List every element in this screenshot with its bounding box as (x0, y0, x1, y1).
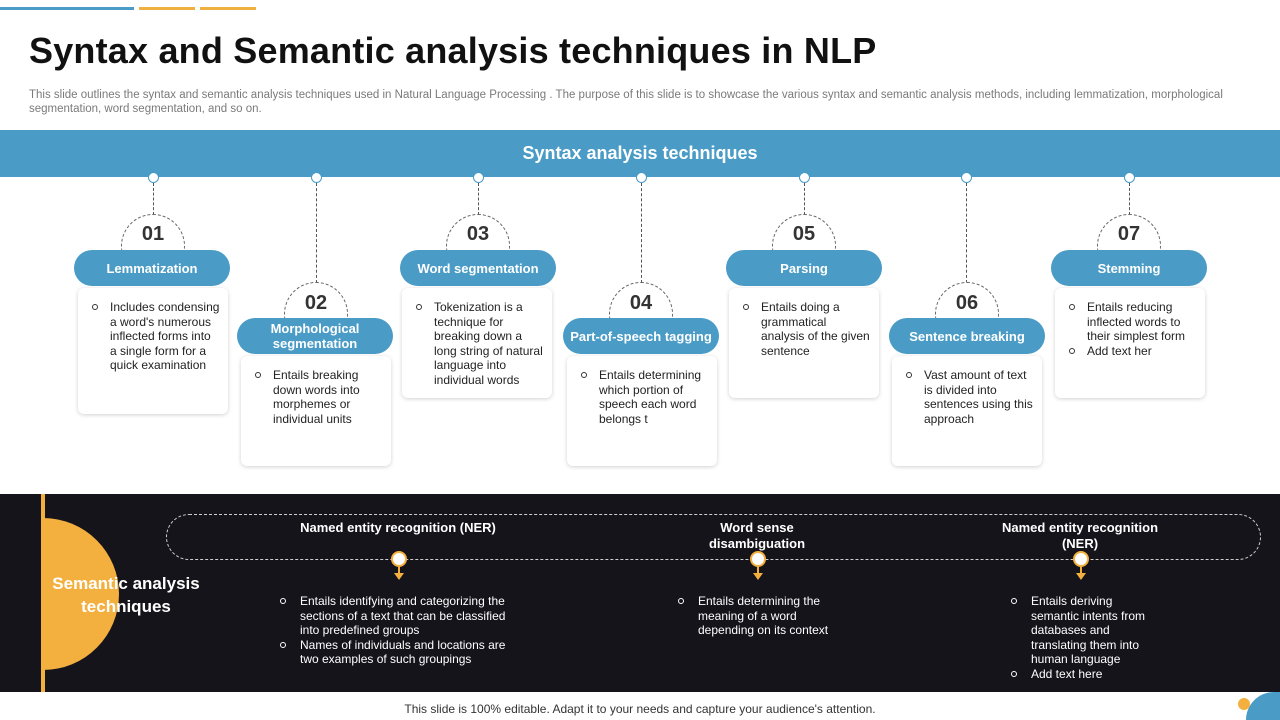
semantic-node-dot (750, 551, 766, 567)
connector-dot (1124, 172, 1135, 183)
technique-card: Vast amount of text is divided into sent… (892, 356, 1042, 466)
technique-card: Entails doing a grammatical analysis of … (729, 288, 879, 398)
connector-dot (311, 172, 322, 183)
list-item: Add text her (1069, 344, 1197, 359)
list-item: Entails reducing inflected words to thei… (1069, 300, 1197, 344)
step-number: 07 (1117, 223, 1141, 245)
semantic-node-arrow (1076, 573, 1086, 580)
semantic-panel (0, 494, 1280, 692)
technique-label-word-segmentation: Word segmentation (400, 250, 556, 286)
technique-card: Entails breaking down words into morphem… (241, 356, 391, 466)
technique-card: Entails reducing inflected words to thei… (1055, 288, 1205, 398)
step-number: 06 (955, 292, 979, 314)
connector-line (1129, 183, 1130, 215)
list-item: Entails doing a grammatical analysis of … (743, 300, 871, 358)
list-item: Add text here (1011, 667, 1161, 682)
list-item: Entails identifying and categorizing the… (280, 594, 520, 638)
step-number: 03 (466, 223, 490, 245)
technique-label-part-of-speech-tagging: Part-of-speech tagging (563, 318, 719, 354)
list-item: Includes condensing a word's numerous in… (92, 300, 220, 373)
connector-line (316, 183, 317, 283)
top-accent-bar-orange-2 (200, 7, 256, 10)
semantic-node-stem (1080, 566, 1082, 574)
step-number: 05 (792, 223, 816, 245)
semantic-node-arrow (753, 573, 763, 580)
connector-line (478, 183, 479, 215)
list-item: Entails determining which portion of spe… (581, 368, 709, 426)
connector-dot (961, 172, 972, 183)
technique-label-stemming: Stemming (1051, 250, 1207, 286)
corner-decoration-blue (1246, 692, 1280, 720)
footer-note: This slide is 100% editable. Adapt it to… (404, 702, 876, 716)
technique-card: Entails determining which portion of spe… (567, 356, 717, 466)
semantic-label-ner: Named entity recognition (NER) (1001, 520, 1159, 551)
technique-card: Includes condensing a word's numerous in… (78, 288, 228, 414)
connector-dot (473, 172, 484, 183)
semantic-dashed-track (166, 514, 1261, 560)
semantic-heading: Semantic analysis techniques (52, 574, 200, 616)
semantic-node-arrow (394, 573, 404, 580)
page-title: Syntax and Semantic analysis techniques … (29, 30, 877, 71)
connector-dot (636, 172, 647, 183)
list-item: Vast amount of text is divided into sent… (906, 368, 1034, 426)
list-item: Entails deriving semantic intents from d… (1011, 594, 1161, 667)
semantic-description: Entails determining the meaning of a wor… (678, 594, 838, 638)
step-number: 01 (141, 223, 165, 245)
step-number: 04 (629, 292, 653, 314)
list-item: Entails breaking down words into morphem… (255, 368, 383, 426)
semantic-description: Entails deriving semantic intents from d… (1011, 594, 1161, 681)
page-subtitle: This slide outlines the syntax and seman… (29, 89, 1223, 115)
technique-label-lemmatization: Lemmatization (74, 250, 230, 286)
connector-dot (799, 172, 810, 183)
semantic-node-stem (757, 566, 759, 574)
corner-decoration-orange (1238, 698, 1250, 710)
syntax-heading-band: Syntax analysis techniques (0, 130, 1280, 177)
semantic-label-word-sense-disambiguation: Word sense disambiguation (708, 520, 806, 551)
semantic-node-dot (1073, 551, 1089, 567)
step-number: 02 (304, 292, 328, 314)
connector-line (804, 183, 805, 215)
connector-dot (148, 172, 159, 183)
list-item: Entails determining the meaning of a wor… (678, 594, 838, 638)
semantic-description: Entails identifying and categorizing the… (280, 594, 520, 667)
top-accent-bar-blue (0, 7, 134, 10)
connector-line (153, 183, 154, 215)
technique-label-parsing: Parsing (726, 250, 882, 286)
semantic-label-ner: Named entity recognition (NER) (300, 520, 496, 535)
connector-line (966, 183, 967, 283)
technique-card: Tokenization is a technique for breaking… (402, 288, 552, 398)
semantic-node-dot (391, 551, 407, 567)
technique-label-sentence-breaking: Sentence breaking (889, 318, 1045, 354)
list-item: Tokenization is a technique for breaking… (416, 300, 544, 387)
semantic-node-stem (398, 566, 400, 574)
list-item: Names of individuals and locations are t… (280, 638, 520, 667)
technique-label-morphological-segmentation: Morphological segmentation (237, 318, 393, 354)
connector-line (641, 183, 642, 283)
top-accent-bar-orange-1 (139, 7, 195, 10)
